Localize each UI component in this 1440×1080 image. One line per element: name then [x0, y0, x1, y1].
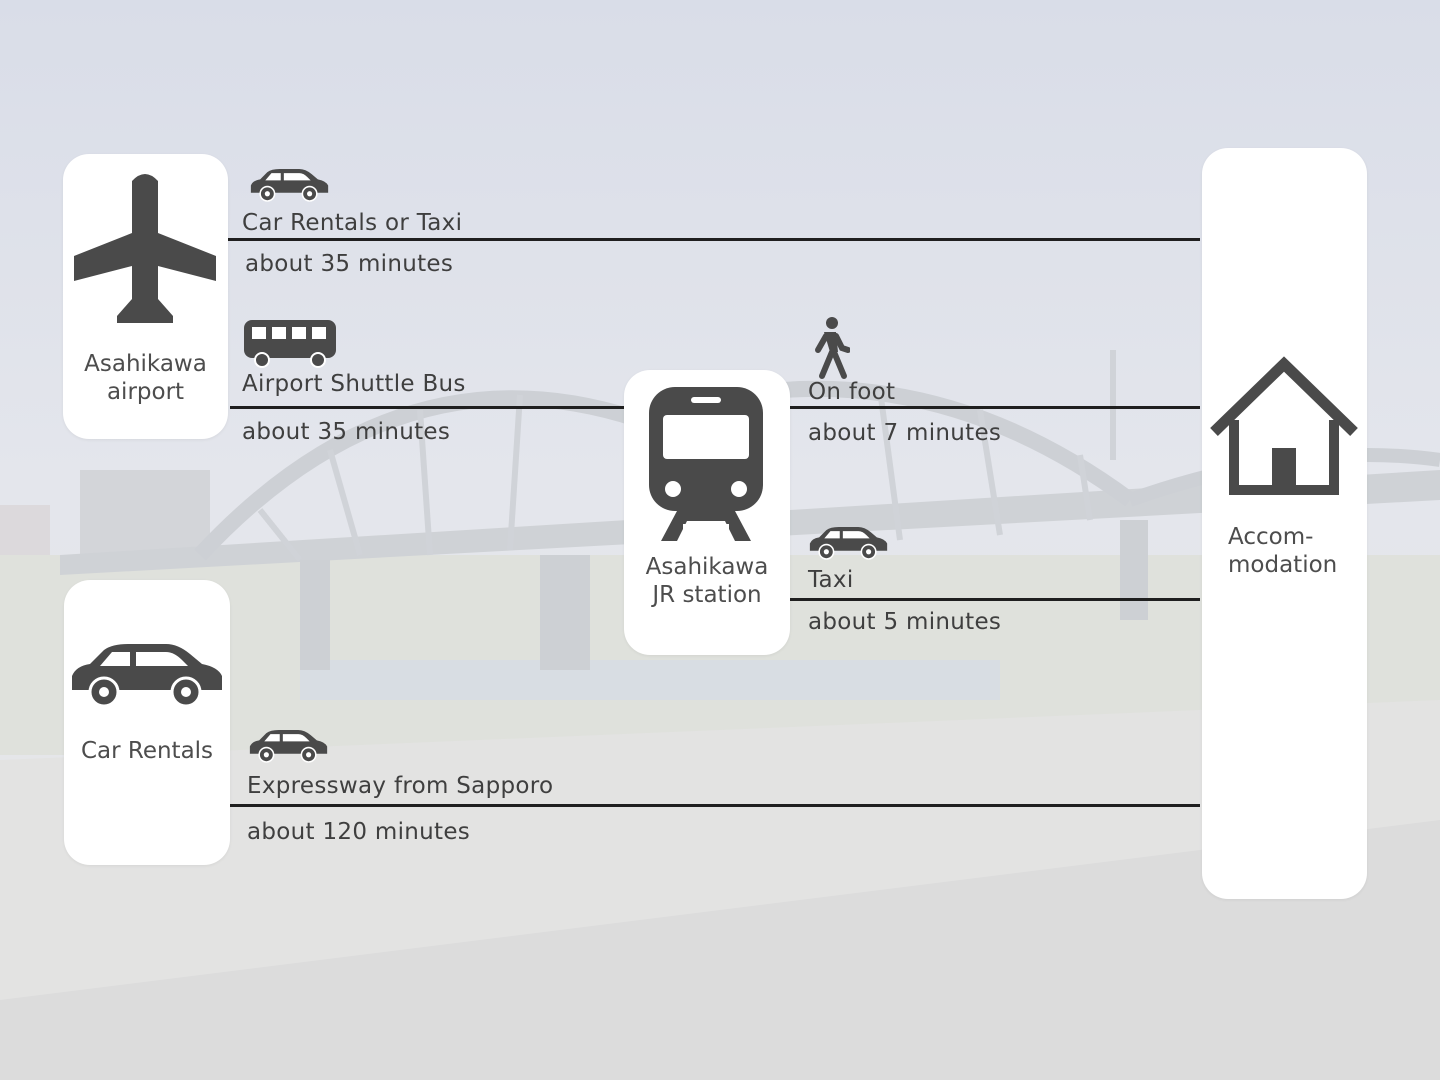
station-card: Asahikawa JR station: [624, 370, 790, 655]
car-icon: [250, 169, 329, 202]
route-airport-bus-duration: about 35 minutes: [242, 419, 451, 445]
house-icon: [1210, 356, 1358, 495]
car-icon: [809, 527, 888, 560]
car-rentals-card: Car Rentals: [64, 580, 230, 865]
route-station-foot-duration: about 7 minutes: [808, 420, 1002, 446]
route-airport-bus-mode: Airport Shuttle Bus: [242, 371, 466, 397]
route-airport-bus-line: [230, 406, 624, 409]
bus-icon: [244, 320, 336, 368]
airport-card: Asahikawa airport: [63, 154, 228, 439]
train-icon: [649, 387, 763, 541]
route-expressway-line: [230, 804, 1200, 807]
route-airport-car-line: [228, 238, 1200, 241]
accommodation-card: Accom- modation: [1202, 148, 1367, 899]
route-station-taxi-duration: about 5 minutes: [808, 609, 1002, 635]
route-expressway-mode: Expressway from Sapporo: [247, 773, 554, 799]
walking-person-icon: [815, 317, 850, 379]
car-rentals-label: Car Rentals: [80, 738, 214, 764]
route-station-foot-line: [790, 406, 1200, 409]
route-station-foot-mode: On foot: [808, 379, 896, 405]
route-station-taxi-line: [790, 598, 1200, 601]
route-expressway-duration: about 120 minutes: [247, 819, 471, 845]
station-label: Asahikawa JR station: [645, 554, 769, 608]
airport-label: Asahikawa airport: [84, 351, 207, 405]
accommodation-label: Accom- modation: [1228, 524, 1338, 578]
route-airport-car-mode: Car Rentals or Taxi: [242, 210, 463, 236]
route-station-taxi-mode: Taxi: [808, 567, 854, 593]
route-airport-car-duration: about 35 minutes: [245, 251, 454, 277]
car-icon: [72, 644, 222, 708]
car-icon: [249, 730, 328, 763]
airplane-icon: [74, 174, 216, 323]
